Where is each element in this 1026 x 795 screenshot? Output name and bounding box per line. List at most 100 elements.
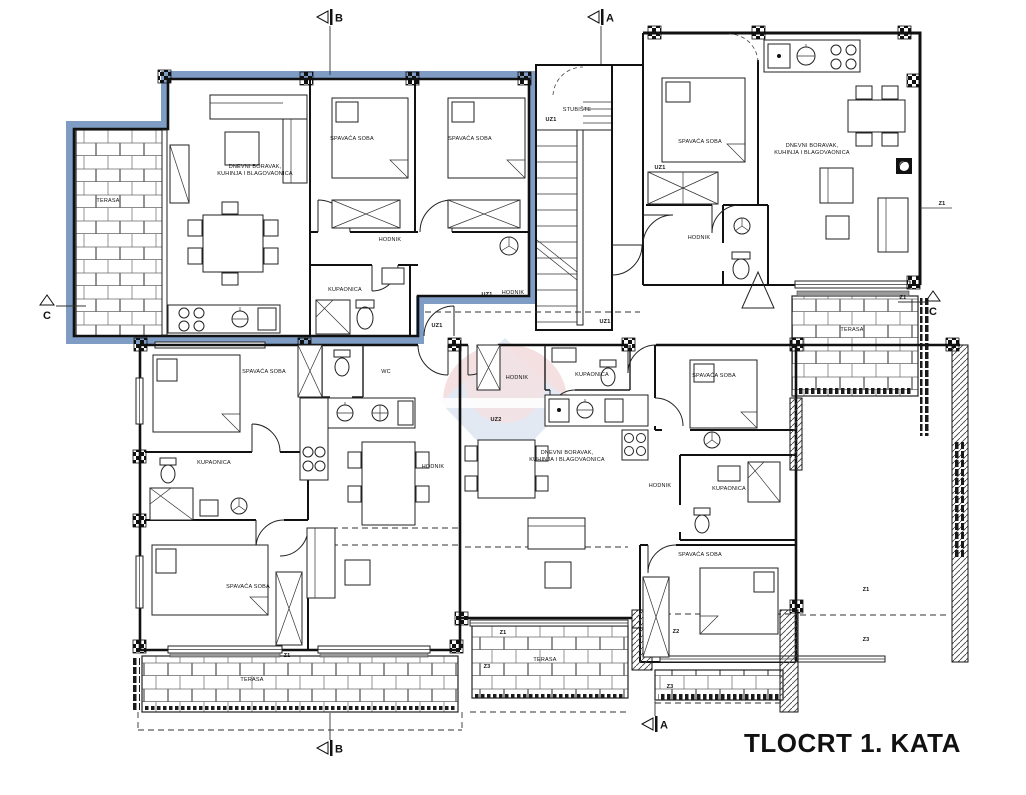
sofa-icon [306,527,336,599]
window-tag: Z1 [284,653,291,659]
toilet-icon [355,299,375,330]
coffee-table-icon [344,559,371,586]
svg-text:A: A [606,13,614,25]
kitchen-icon [167,304,281,334]
room-label-bedroom-2: SPAVAĆA SOBA [448,135,492,142]
toilet-icon [731,251,751,280]
kitchen-icon [763,39,861,73]
walls-layer [72,31,969,731]
room-label-living-3a: DNEVNI BORAVAK, [541,450,594,456]
room-label-hall-4: HODNIK [422,464,445,470]
coffee-table-icon [544,561,572,589]
drawing-title: TLOCRT 1. KATA [744,728,961,758]
window-tag: Z1 [863,587,870,593]
room-label-hall-1: HODNIK [379,237,402,243]
sofa-icon [877,197,909,253]
vent-shaft [476,344,501,391]
room-label-bedroom-5: SPAVAĆA SOBA [226,583,270,590]
section-marker-C: C [39,294,86,322]
room-label-hall-5: HODNIK [506,375,529,381]
sofa-icon [527,517,586,550]
window-tag: Z2 [673,629,680,635]
section-marker-C: C [898,290,941,318]
section-marker-A: A [586,9,614,64]
wardrobe-icon [447,199,521,229]
terraces-layer [68,129,929,713]
dining-table-icon [464,439,549,499]
room-label-living-2b: KUHINJA I BLAGOVAONICA [774,150,850,156]
vent-shaft [297,344,323,398]
terrace-1-tiles [75,129,165,337]
window-tag: Z1 [939,201,946,207]
room-label-hall-6: HODNIK [649,483,672,489]
coffee-table-icon [825,215,850,240]
room-label-bedroom-6: SPAVAĆA SOBA [692,372,736,379]
toilet-icon [599,359,617,387]
window-tag: Z3 [484,664,491,670]
bed-icon [151,544,269,616]
room-label-bath-2: KUPAONICA [197,460,231,466]
room-label-hall-2: HODNIK [502,290,525,296]
wardrobe-icon [647,171,719,205]
toilet-icon [159,457,177,484]
room-label-terrace-4: TERASA [533,657,556,663]
washing-machine-icon [230,497,248,515]
dining-table-icon [347,441,430,526]
room-label-living-1b: KUHINJA I BLAGOVAONICA [217,171,293,177]
washing-machine-icon [733,217,751,235]
washing-machine-icon [703,431,721,449]
room-label-terrace-3: TERASA [240,677,263,683]
armchair-icon [819,167,854,204]
window-tag: Z1 [500,630,507,636]
highlighted-apartment-outline[interactable] [66,71,537,344]
washing-machine-icon [499,236,519,256]
bed-icon [689,359,758,429]
room-label-living-1a: DNEVNI BORAVAK, [229,164,282,170]
shower-icon [315,299,351,335]
bed-icon [447,97,526,179]
furniture-layer [149,39,912,658]
room-label-terrace-2: TERASA [840,327,863,333]
door-tag: UZ1 [546,117,557,123]
svg-text:B: B [335,744,343,756]
room-label-hall-3: HODNIK [688,235,711,241]
window-tag: Z3 [863,637,870,643]
section-markers-layer: B A B A C C [39,9,941,756]
bed-icon [152,354,241,433]
room-label-living-3b: KUHINJA I BLAGOVAONICA [529,457,605,463]
dining-table-icon [847,85,906,147]
section-marker-B: B [315,9,343,75]
room-label-living-2a: DNEVNI BORAVAK, [786,143,839,149]
kitchen-icon [544,394,649,461]
room-label-bath-3: KUPAONICA [575,372,609,378]
room-label-stairs: STUBIŠTE [563,106,592,113]
shower-icon [149,487,194,521]
svg-text:C: C [43,310,51,322]
wardrobe-icon [331,199,401,229]
wardrobe-icon [275,571,303,646]
svg-text:B: B [335,13,343,25]
coffee-table-icon [224,131,260,166]
section-marker-A: A [640,701,668,732]
labels-layer: DNEVNI BORAVAK,KUHINJA I BLAGOVAONICASPA… [96,106,945,690]
room-label-bedroom-3: SPAVAĆA SOBA [678,138,722,145]
svg-text:C: C [929,306,937,318]
sink-icon [551,347,577,363]
wall-joint-markers [132,25,960,654]
door-tag: UZ1 [432,323,443,329]
kitchen-icon [299,397,416,481]
room-label-bath-1: KUPAONICA [328,287,362,293]
door-tag: UZ1 [655,165,666,171]
room-label-bedroom-7: SPAVAĆA SOBA [678,551,722,558]
door-tag: UZ1 [482,292,493,298]
shower-icon [747,461,781,503]
bed-icon [699,567,779,635]
room-label-bedroom-1: SPAVAĆA SOBA [330,135,374,142]
room-label-terrace-1: TERASA [96,198,119,204]
dining-table-icon [187,201,279,286]
sink-icon [381,267,405,285]
terrace-4-tiles [471,625,629,699]
terrace-3-tiles [141,655,459,713]
